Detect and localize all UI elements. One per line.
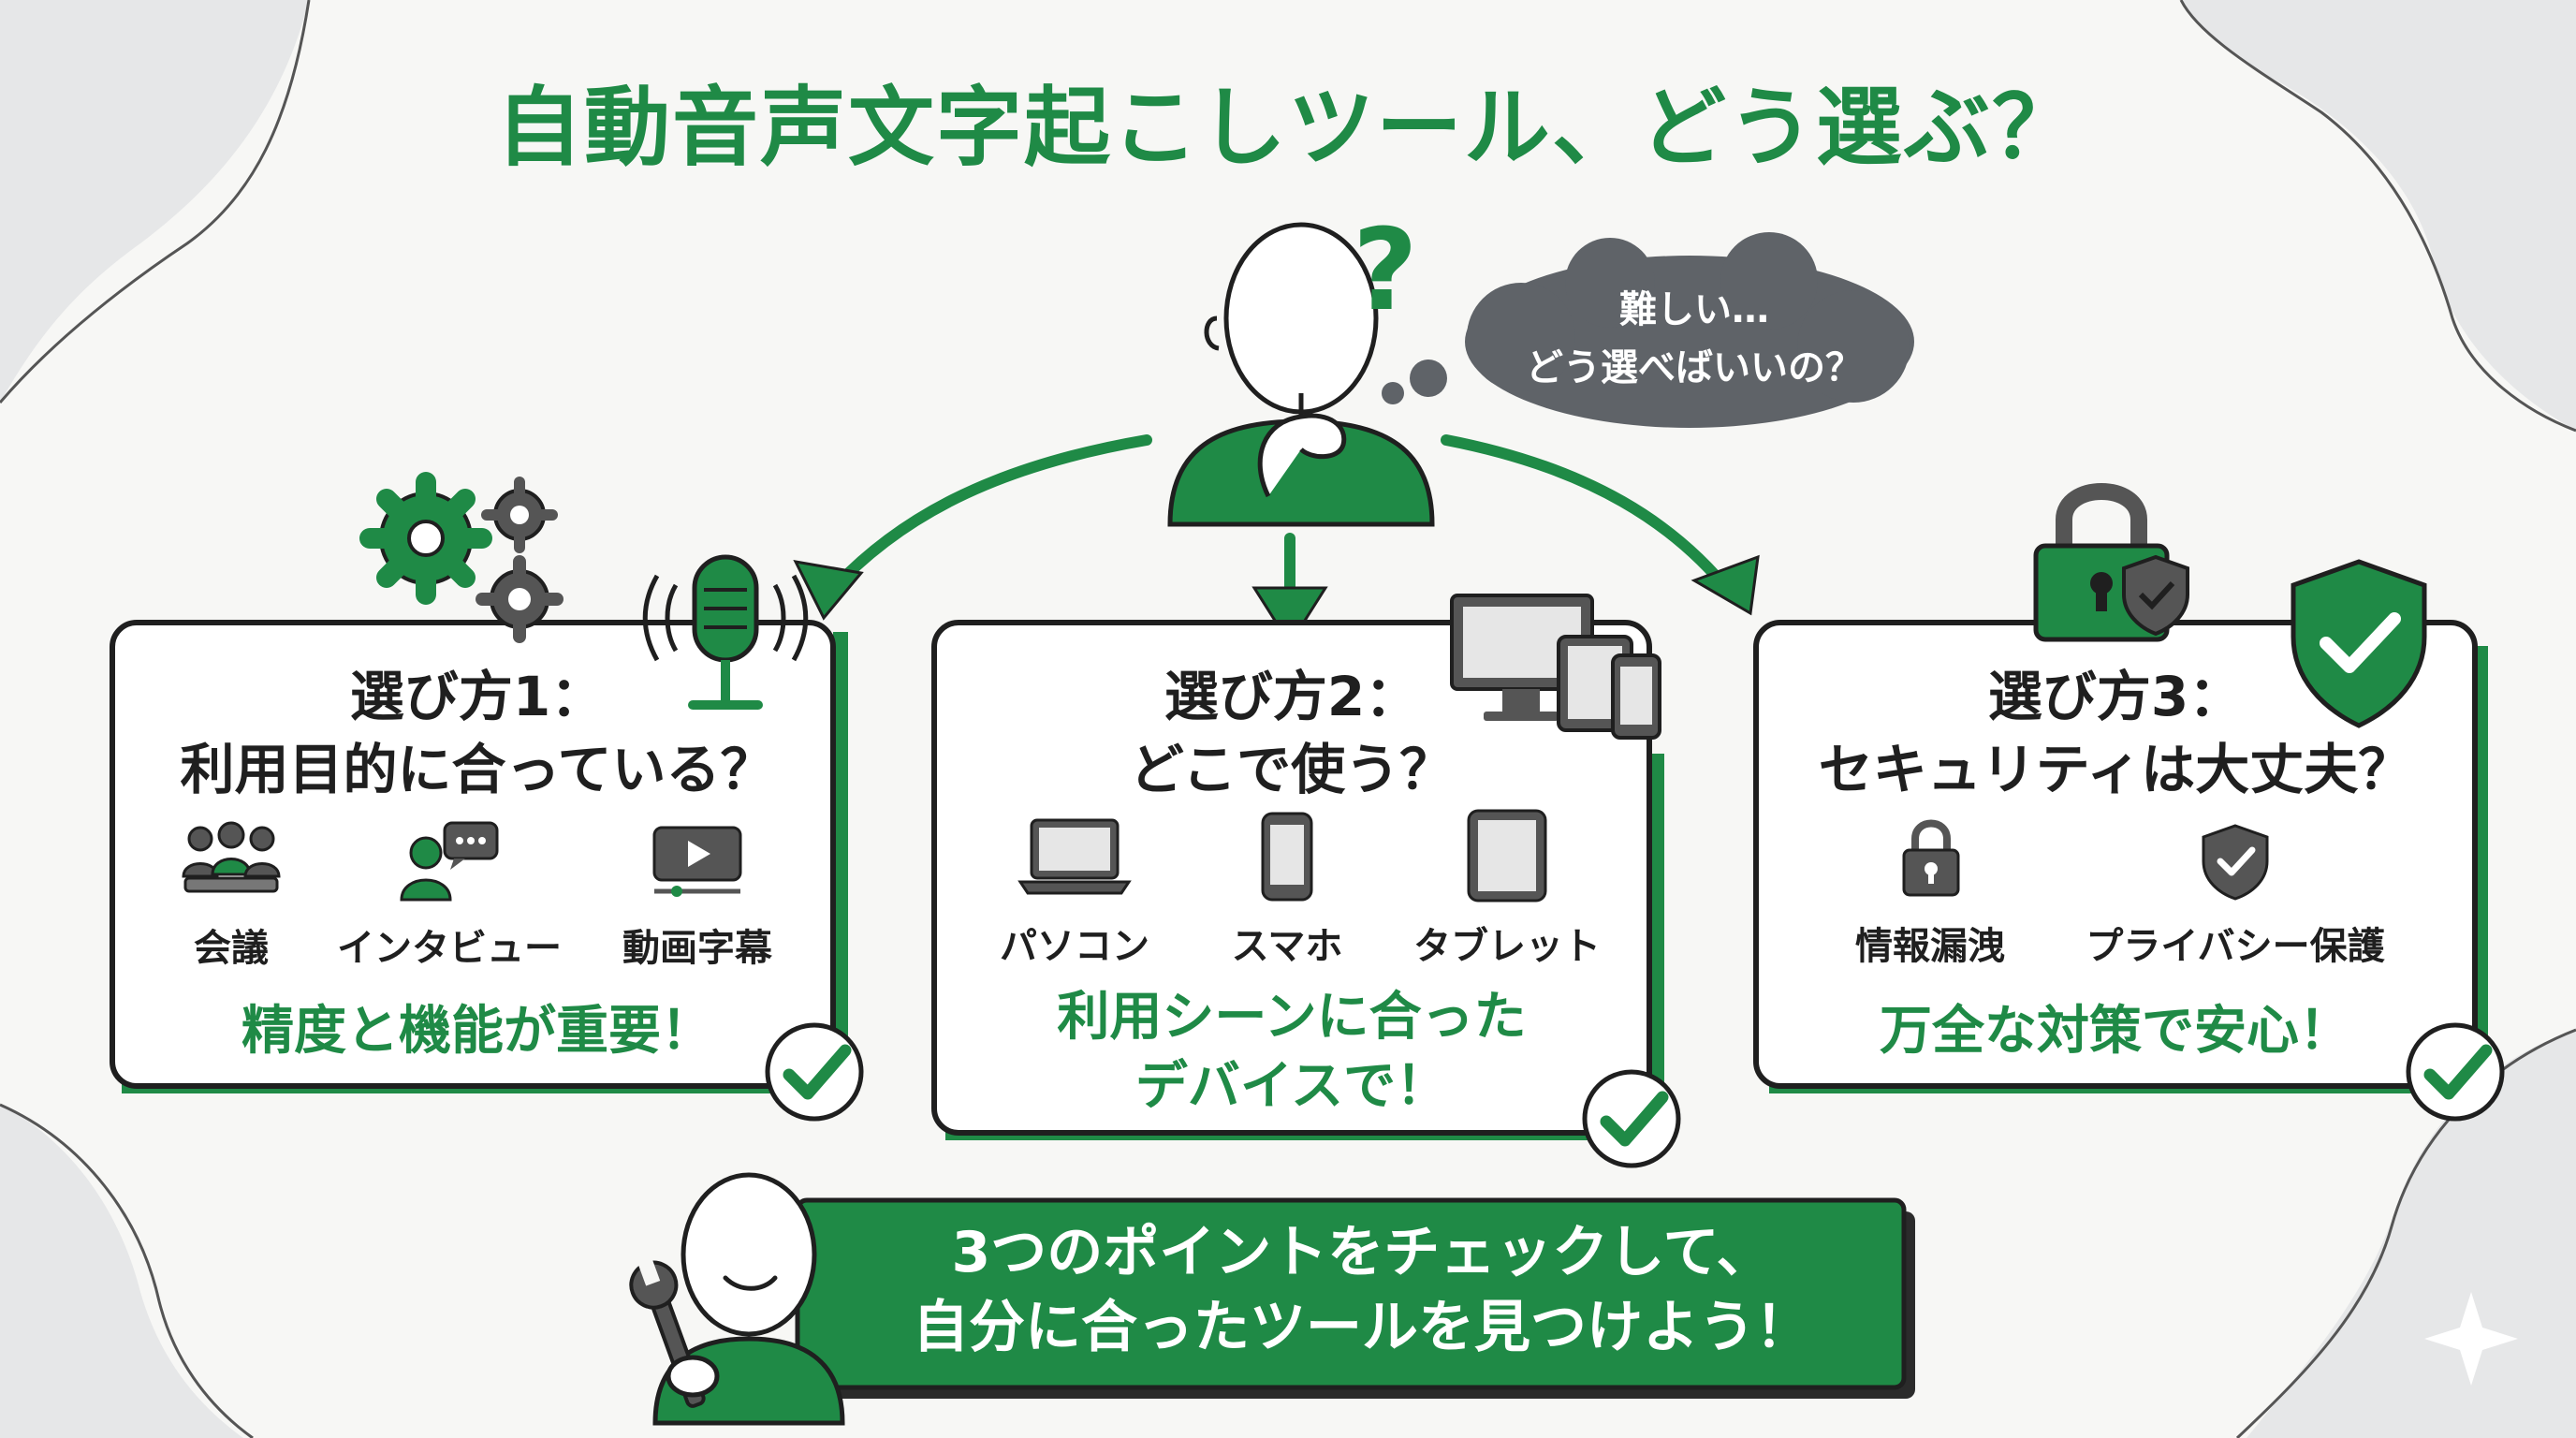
lock-icon	[1902, 819, 1960, 897]
card-2-footer: 利用シーンに合った デバイスで！	[945, 983, 1638, 1122]
card-2-item-3: タブレット	[1413, 925, 1601, 968]
card-1-title: 選び方1： 利用目的に合っている？	[122, 660, 833, 806]
card-2-item-2: スマホ	[1231, 925, 1343, 968]
card-1-title-line-1: 選び方1：	[349, 665, 606, 728]
microphone-icon	[642, 554, 809, 710]
card-3-title-line-1: 選び方3：	[1987, 665, 2244, 728]
conclusion-banner	[795, 1197, 1915, 1399]
card-1-item-2: インタビュー	[337, 927, 562, 970]
check-circle-icon	[1582, 1069, 1681, 1168]
card-2-footer-line-1: 利用シーンに合った	[1057, 987, 1527, 1048]
card-1-title-line-2: 利用目的に合っている？	[180, 738, 775, 801]
gears-icon	[359, 472, 564, 643]
card-2-title-line-1: 選び方2：	[1164, 665, 1420, 728]
person-with-wrench-icon	[629, 1172, 845, 1426]
card-3-item-1: 情報漏洩	[1855, 925, 2005, 968]
card-2-title: 選び方2： どこで使う？	[945, 660, 1638, 806]
thought-bubble	[1382, 232, 1914, 428]
shield-check-icon	[2291, 559, 2427, 728]
shield-check-icon	[2202, 824, 2269, 901]
video-caption-icon	[652, 826, 742, 897]
thought-bubble-text: 難しい… どう選べばいいの？	[1488, 281, 1900, 397]
card-3-title: 選び方3： セキュリティは大丈夫？	[1765, 660, 2466, 806]
padlock-shield-icon	[2033, 483, 2189, 642]
conclusion-line-1: 3つのポイントをチェックして、	[951, 1220, 1773, 1285]
question-mark-icon: ?	[1353, 206, 1418, 336]
page-title: 自動音声文字起こしツール、どう選ぶ？	[495, 78, 2080, 178]
card-2-footer-line-2: デバイスで！	[1134, 1056, 1449, 1117]
interview-icon	[400, 821, 499, 902]
thinking-person-icon	[1167, 222, 1435, 527]
check-circle-icon	[2406, 1022, 2505, 1122]
devices-icon	[1450, 594, 1661, 740]
thought-line-1: 難しい…	[1619, 288, 1769, 331]
conclusion-line-2: 自分に合ったツールを見つけよう！	[913, 1295, 1811, 1360]
card-1-footer-line-1: 精度と機能が重要！	[242, 1001, 713, 1062]
laptop-icon	[1017, 818, 1132, 895]
card-1-footer: 精度と機能が重要！	[122, 997, 833, 1066]
card-3-footer: 万全な対策で安心！	[1765, 997, 2466, 1066]
card-3-item-2: プライバシー保護	[2086, 925, 2385, 968]
card-2-title-line-2: どこで使う？	[1129, 738, 1455, 801]
thought-line-2: どう選べばいいの？	[1526, 346, 1863, 389]
check-circle-icon	[765, 1022, 864, 1122]
smartphone-icon	[1261, 812, 1313, 902]
card-3-footer-line-1: 万全な対策で安心！	[1880, 1001, 2351, 1062]
card-3-title-line-2: セキュリティは大丈夫？	[1818, 738, 2413, 801]
tablet-icon	[1467, 809, 1547, 902]
meeting-people-icon	[182, 821, 281, 893]
conclusion-text: 3つのポイントをチェックして、 自分に合ったツールを見つけよう！	[833, 1215, 1891, 1365]
card-1-item-3: 動画字幕	[622, 927, 772, 970]
card-2-item-1: パソコン	[1000, 925, 1149, 968]
card-1-item-1: 会議	[194, 927, 269, 970]
